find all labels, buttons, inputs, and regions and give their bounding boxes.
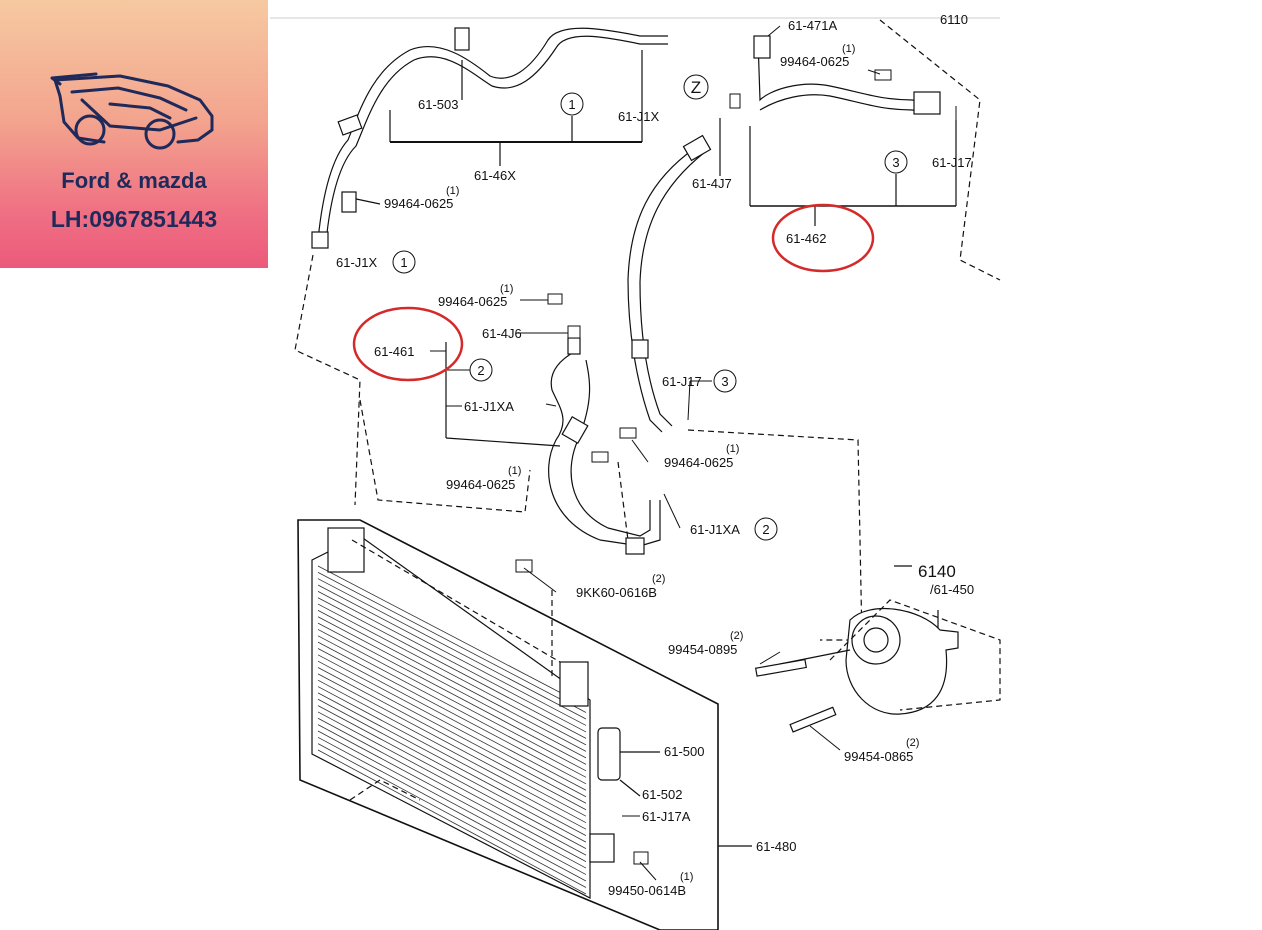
condenser-fin [317, 660, 587, 804]
hose-61-462 [627, 19, 1001, 641]
label-61-46x: 61-46X [474, 168, 516, 183]
svg-text:2: 2 [477, 363, 484, 378]
hose-61-46x [294, 27, 668, 506]
label-61-471a: 61-471A [788, 18, 837, 33]
label-99464-a: 99464-0625 [384, 196, 453, 211]
condenser-fin [317, 603, 587, 746]
condenser-fin [317, 692, 587, 837]
qty-99464-c: (1) [500, 283, 513, 295]
highlight-circles [352, 203, 875, 382]
label-99464-b: 99464-0625 [780, 54, 849, 69]
circled-ref-z: Z [683, 74, 709, 100]
label-9kk60: 9KK60-0616B [576, 585, 657, 600]
condenser-fin [317, 654, 587, 798]
circled-ref-3-top: 3 [884, 150, 908, 174]
label-61-4j7: 61-4J7 [692, 176, 732, 191]
qty-99464-d: (1) [508, 465, 521, 477]
condenser-fin [317, 629, 587, 772]
brand-banner: Ford & mazda LH:0967851443 [0, 0, 268, 268]
label-61-503: 61-503 [418, 97, 458, 112]
label-61-j1x-top: 61-J1X [618, 109, 660, 124]
label-6140: 6140 [918, 562, 956, 581]
label-61-j1xa-left: 61-J1XA [464, 399, 514, 414]
qty-9kk60: (2) [652, 573, 665, 585]
condenser-fin [317, 711, 587, 856]
condenser-fin [317, 673, 587, 817]
leader-lines [430, 25, 957, 881]
condenser-fin [317, 648, 587, 791]
brand-phone: LH:0967851443 [50, 206, 218, 232]
label-61-502: 61-502 [642, 787, 682, 802]
part-labels: 61-503 61-46X 61-J1X (1) 99464-0625 61-J… [336, 12, 974, 898]
highlight-61-462 [771, 203, 875, 273]
condenser-fin [317, 641, 587, 785]
qty-99464-a: (1) [446, 185, 459, 197]
label-61-j17a: 61-J17A [642, 809, 691, 824]
circled-ref-1-left: 1 [392, 250, 416, 274]
condenser-fin [317, 565, 587, 707]
condenser-fin [317, 622, 587, 765]
circled-ref-3-mid: 3 [713, 369, 737, 393]
label-99464-c: 99464-0625 [438, 294, 507, 309]
condenser-fin [317, 724, 587, 869]
condenser-fin [317, 736, 587, 882]
label-99454-b: 99454-0865 [844, 749, 913, 764]
qty-99454-a: (2) [730, 630, 743, 642]
condenser-fin [317, 616, 587, 759]
condenser-fin [317, 635, 587, 778]
hose-61-461 [359, 337, 661, 555]
condenser-fin [317, 743, 587, 888]
svg-text:3: 3 [721, 374, 728, 389]
label-61-461: 61-461 [374, 344, 414, 359]
compressor-61-450 [754, 565, 1001, 733]
brand-name: Ford & mazda [61, 168, 207, 193]
label-99464-e: 99464-0625 [664, 455, 733, 470]
label-61-j17-top: 61-J17 [932, 155, 972, 170]
svg-text:3: 3 [892, 155, 899, 170]
condenser-fin [317, 584, 587, 726]
condenser-fin [317, 610, 587, 752]
circled-ref-2-right: 2 [754, 517, 778, 541]
label-61-500: 61-500 [664, 744, 704, 759]
label-61-480: 61-480 [756, 839, 796, 854]
label-61-4j6: 61-4J6 [482, 326, 522, 341]
condenser-fin [317, 571, 587, 713]
svg-text:1: 1 [400, 255, 407, 270]
label-99454-a: 99454-0895 [668, 642, 737, 657]
label-6110: 6110 [940, 12, 968, 27]
condenser-fin [317, 578, 587, 720]
condenser-fin [317, 597, 587, 739]
sports-car-icon [50, 72, 214, 150]
condenser-fin [317, 698, 587, 843]
highlight-61-461 [352, 306, 464, 382]
label-99450: 99450-0614B [608, 883, 686, 898]
circled-ref-2-left: 2 [469, 358, 493, 382]
svg-text:2: 2 [762, 522, 769, 537]
label-61-450: /61-450 [930, 582, 974, 597]
label-61-462: 61-462 [786, 231, 826, 246]
label-61-j1xa-right: 61-J1XA [690, 522, 740, 537]
bolt-icons [515, 69, 892, 865]
condenser-fin [317, 749, 587, 895]
qty-99464-b: (1) [842, 43, 855, 55]
qty-99464-e: (1) [726, 443, 739, 455]
condenser-fin [317, 717, 587, 862]
condenser-fin [317, 679, 587, 824]
condenser-fin [317, 705, 587, 849]
circled-ref-1-top: 1 [560, 92, 584, 116]
qty-99450: (1) [680, 871, 693, 883]
label-99464-d: 99464-0625 [446, 477, 515, 492]
label-61-j17-mid: 61-J17 [662, 374, 702, 389]
qty-99454-b: (2) [906, 737, 919, 749]
condenser-fin [317, 591, 587, 733]
condenser-61-480 [297, 519, 752, 930]
svg-text:Z: Z [691, 78, 701, 97]
svg-text:1: 1 [568, 97, 575, 112]
label-61-j1x-left: 61-J1X [336, 255, 378, 270]
condenser-fin [317, 686, 587, 830]
condenser-fin [317, 730, 587, 875]
condenser-fin [317, 667, 587, 811]
